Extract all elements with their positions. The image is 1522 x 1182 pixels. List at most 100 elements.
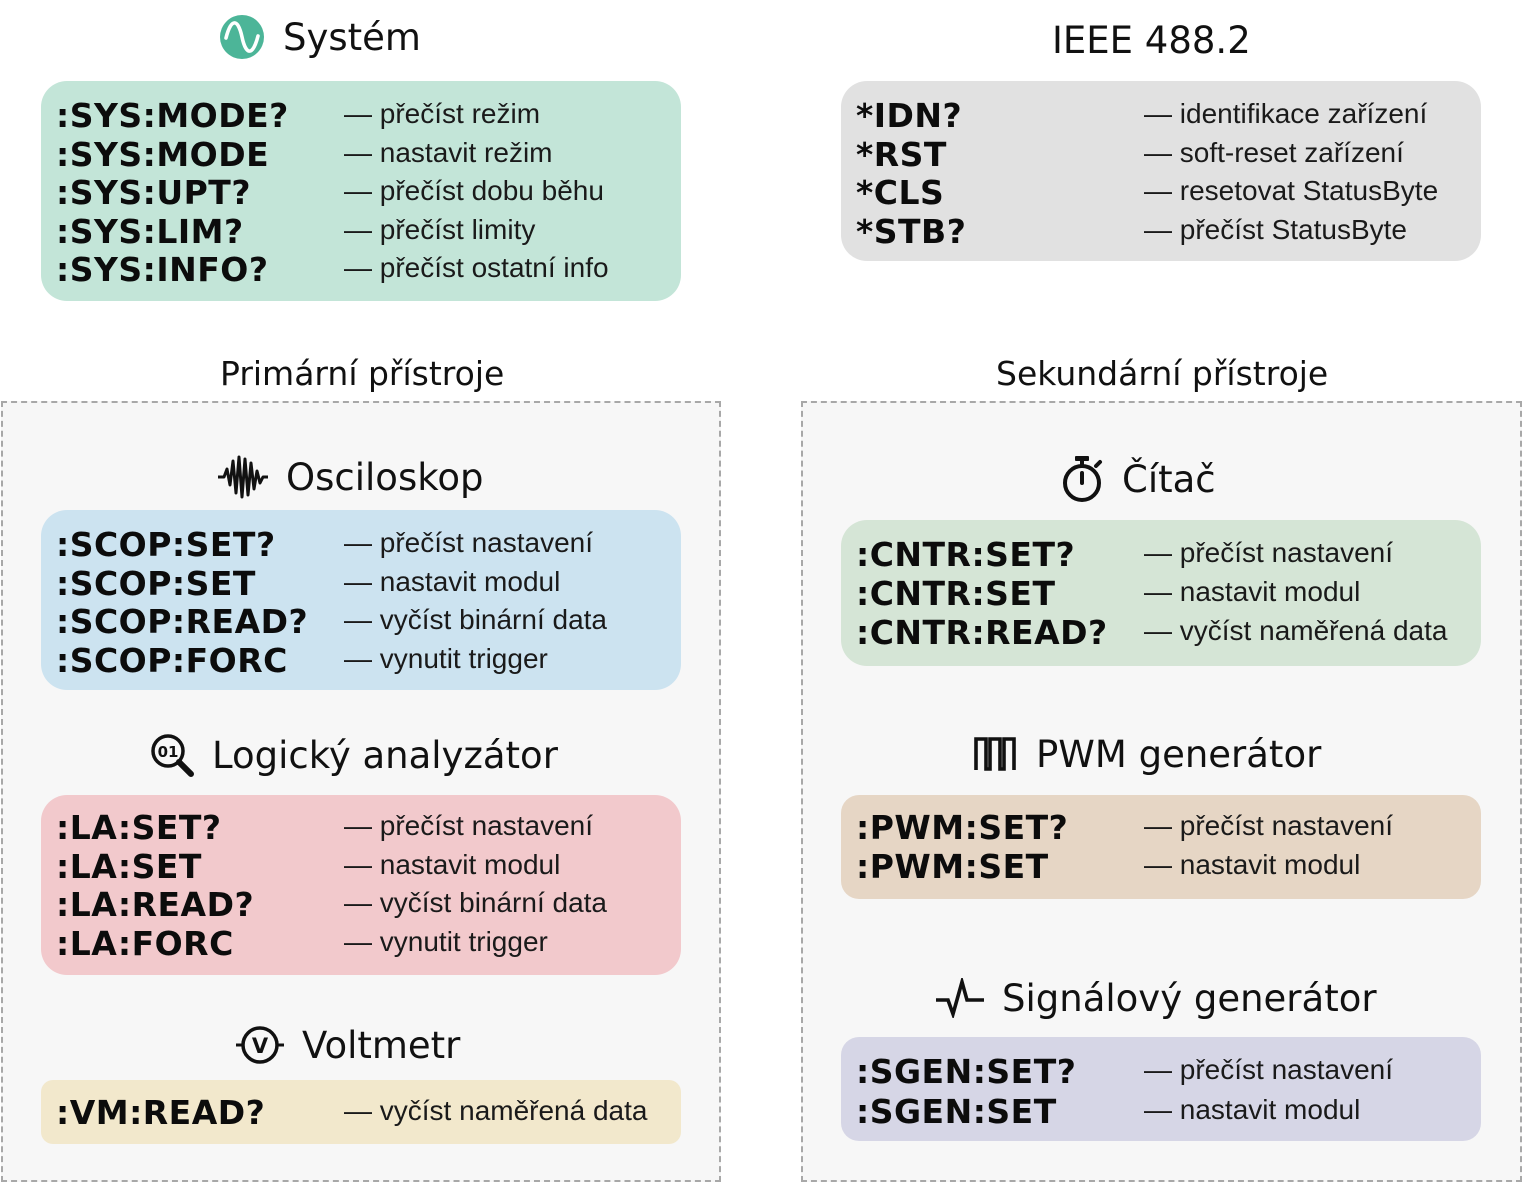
vm-command-row: :VM:READ? — vyčíst naměřená data (41, 1094, 681, 1132)
system-command-row: :SYS:LIM? — přečíst limity (41, 211, 681, 251)
scope-command-row: :SCOP:SET? — přečíst nastavení (41, 526, 681, 564)
la-command-row: :LA:SET? — přečíst nastavení (41, 809, 681, 847)
vm-title: Voltmetr (302, 1023, 461, 1067)
sine-wave-circle-icon (219, 14, 265, 60)
la-command-row: :LA:SET — nastavit modul (41, 846, 681, 886)
command-name: :SGEN:SET (856, 1092, 1057, 1131)
ieee-heading: IEEE 488.2 (1052, 20, 1251, 60)
command-description: — nastavit modul (1144, 576, 1361, 607)
command-name: :LA:SET (56, 846, 202, 886)
la-command-box: :LA:SET? — přečíst nastavení :LA:SET — nast… (41, 795, 681, 975)
command-description: — přečíst nastavení (1144, 1054, 1394, 1085)
command-description: — nastavit modul (1144, 1094, 1361, 1125)
command-description: — nastavit modul (344, 848, 561, 880)
la-command-row: :LA:READ? — vyčíst binární data (41, 886, 681, 924)
sgen-command-box: :SGEN:SET? — přečíst nastavení :SGEN:SET — … (841, 1037, 1481, 1141)
command-description: — přečíst režim (344, 98, 541, 129)
vm-heading: V Voltmetr (236, 1023, 460, 1067)
vm-icon-text: V (252, 1034, 269, 1058)
pwm-heading: PWM generátor (974, 734, 1321, 774)
command-name: :SCOP:FORC (56, 640, 288, 680)
ieee-command-row: *RST — soft-reset zařízení (841, 134, 1481, 174)
command-description: — vyčíst naměřená data (1144, 615, 1448, 646)
command-name: :SCOP:READ? (56, 602, 309, 641)
scope-title: Osciloskop (286, 455, 484, 499)
command-description: — přečíst limity (344, 213, 536, 245)
command-description: — identifikace zařízení (1144, 98, 1428, 129)
scope-command-box: :SCOP:SET? — přečíst nastavení :SCOP:SET — … (41, 510, 681, 690)
scope-command-row: :SCOP:FORC — vynutit trigger (41, 640, 681, 680)
command-description: — nastavit modul (1144, 849, 1361, 880)
command-name: :CNTR:SET? (856, 535, 1076, 574)
system-title: Systém (283, 15, 421, 59)
sgen-title: Signálový generátor (1002, 976, 1377, 1020)
command-description: — resetovat StatusByte (1144, 175, 1439, 206)
logic-analyzer-magnifier-icon: 01 (150, 733, 194, 777)
system-command-row: :SYS:UPT? — přečíst dobu běhu (41, 174, 681, 212)
command-name: :VM:READ? (56, 1093, 266, 1132)
voltmeter-icon: V (236, 1023, 284, 1067)
command-name: :SYS:MODE? (56, 96, 289, 135)
command-description: — přečíst nastavení (344, 527, 594, 558)
command-name: *STB? (856, 211, 967, 251)
scope-command-row: :SCOP:SET — nastavit modul (41, 563, 681, 603)
counter-heading: Čítač (1060, 455, 1216, 503)
command-name: :CNTR:SET (856, 574, 1056, 613)
command-name: :SYS:MODE (56, 134, 270, 174)
la-heading: 01 Logický analyzátor (150, 733, 558, 777)
pwm-command-box: :PWM:SET? — přečíst nastavení :PWM:SET — na… (841, 795, 1481, 899)
command-name: :SYS:UPT? (56, 173, 251, 212)
la-command-row: :LA:FORC — vynutit trigger (41, 923, 681, 963)
primary-instruments-title: Primární přístroje (220, 354, 505, 393)
counter-command-row: :CNTR:READ? — vyčíst naměřená data (841, 614, 1481, 652)
command-description: — vyčíst naměřená data (344, 1095, 648, 1126)
system-heading: Systém (219, 14, 421, 60)
command-description: — přečíst nastavení (344, 810, 594, 841)
la-title: Logický analyzátor (212, 733, 558, 777)
ieee-command-row: *CLS— resetovat StatusByte (841, 174, 1481, 212)
ieee-command-box: *IDN? — identifikace zařízení *RST — soft-r… (841, 81, 1481, 261)
command-description: — přečíst StatusByte (1144, 213, 1407, 245)
pwm-title: PWM generátor (1036, 732, 1322, 776)
command-name: :SYS:LIM? (56, 211, 244, 251)
command-description: — nastavit modul (344, 565, 561, 597)
command-name: :SGEN:SET? (856, 1052, 1077, 1091)
system-command-row: :SYS:MODE — nastavit režim (41, 134, 681, 174)
command-name: :SYS:INFO? (56, 250, 269, 289)
command-name: :LA:FORC (56, 923, 234, 963)
system-command-row: :SYS:MODE? — přečíst režim (41, 97, 681, 135)
counter-title: Čítač (1122, 457, 1216, 501)
pwm-command-row: :PWM:SET? — přečíst nastavení (841, 809, 1481, 847)
command-name: :LA:READ? (56, 885, 255, 924)
oscilloscope-waveform-icon (218, 455, 268, 499)
scope-heading: Osciloskop (218, 455, 483, 499)
command-name: :LA:SET? (56, 808, 222, 847)
command-description: — vynutit trigger (344, 642, 548, 674)
command-name: :SCOP:SET? (56, 525, 276, 564)
secondary-instruments-title: Sekundární přístroje (996, 354, 1329, 393)
counter-command-row: :CNTR:SET — nastavit modul (841, 575, 1481, 613)
pwm-pulse-icon (974, 736, 1018, 772)
command-description: — přečíst nastavení (1144, 810, 1394, 841)
counter-command-row: :CNTR:SET? — přečíst nastavení (841, 536, 1481, 574)
command-description: — soft-reset zařízení (1144, 136, 1404, 168)
sgen-command-row: :SGEN:SET? — přečíst nastavení (841, 1053, 1481, 1091)
command-name: *RST (856, 134, 947, 174)
command-name: :SCOP:SET (56, 563, 256, 603)
counter-command-box: :CNTR:SET? — přečíst nastavení :CNTR:SET — … (841, 520, 1481, 666)
command-name: *IDN? (856, 96, 963, 135)
system-command-row: :SYS:INFO? — přečíst ostatní info (41, 251, 681, 289)
signal-generator-icon (936, 978, 984, 1018)
command-description: — nastavit režim (344, 136, 553, 168)
command-description: — přečíst nastavení (1144, 537, 1394, 568)
sgen-heading: Signálový generátor (936, 976, 1377, 1020)
command-name: :PWM:SET (856, 847, 1049, 886)
command-description: — přečíst dobu běhu (344, 175, 604, 206)
command-name: :CNTR:READ? (856, 613, 1108, 652)
command-description: — vyčíst binární data (344, 604, 608, 635)
command-description: — vynutit trigger (344, 925, 548, 957)
command-description: — přečíst ostatní info (344, 252, 609, 283)
sgen-command-row: :SGEN:SET — nastavit modul (841, 1093, 1481, 1131)
command-name: :PWM:SET? (856, 808, 1069, 847)
command-description: — vyčíst binární data (344, 887, 608, 918)
